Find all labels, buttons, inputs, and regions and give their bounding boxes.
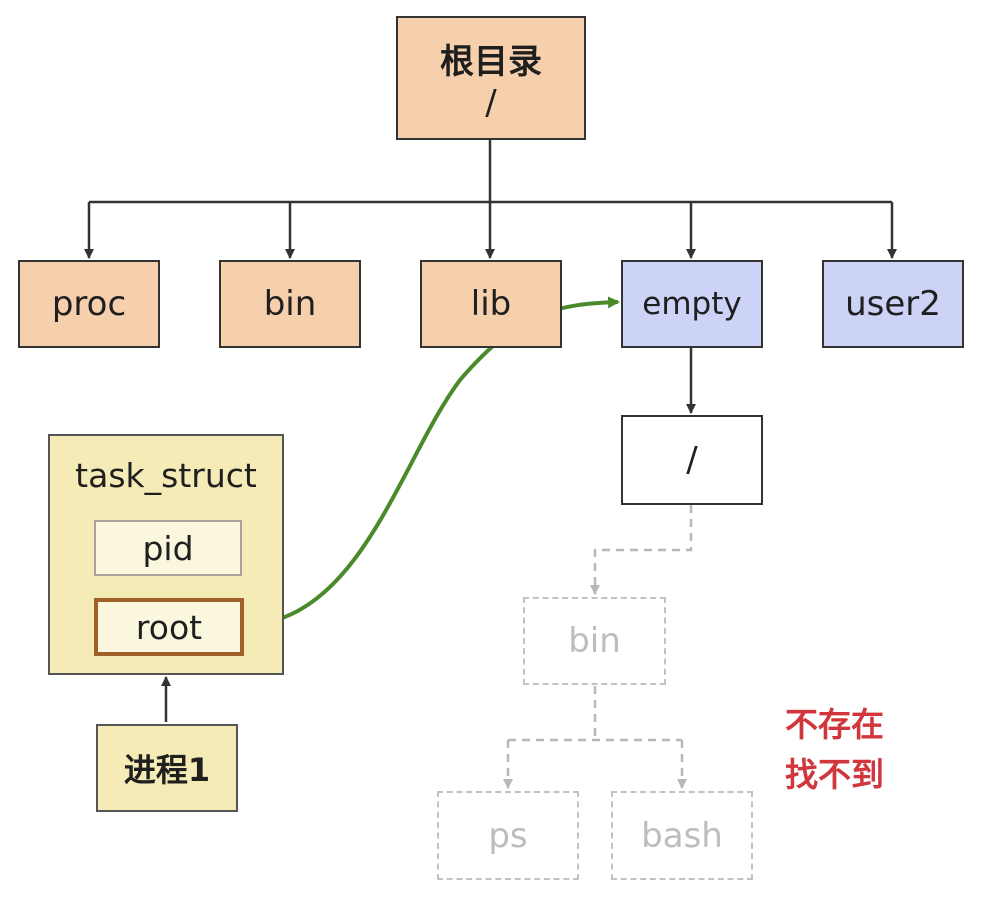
missing-tree-connectors xyxy=(503,505,693,789)
dir-node-lib: lib xyxy=(420,260,562,348)
dir-node-bin: bin xyxy=(219,260,361,348)
root-directory-node: 根目录 / xyxy=(396,16,586,140)
note-line-1: 不存在 xyxy=(785,705,884,744)
root-pointer-curve xyxy=(241,296,620,627)
dir-node-proc: proc xyxy=(18,260,160,348)
missing-ps-label: ps xyxy=(488,815,528,856)
missing-ps-node: ps xyxy=(437,791,579,880)
root-field: root xyxy=(94,598,244,656)
root-path: / xyxy=(485,82,497,123)
process-label: 进程1 xyxy=(123,751,211,789)
dir-label: bin xyxy=(263,284,317,324)
dir-label: user2 xyxy=(845,284,941,324)
not-found-note: 不存在 找不到 xyxy=(785,700,884,800)
note-line-2: 找不到 xyxy=(785,755,884,794)
dir-label: lib xyxy=(470,284,512,324)
missing-bin-label: bin xyxy=(568,621,621,661)
root-field-label: root xyxy=(135,607,203,647)
dir-label: proc xyxy=(51,284,127,324)
task-struct-title: task_struct xyxy=(75,456,257,495)
task-struct-box: task_struct pid root xyxy=(48,434,284,675)
dir-label: empty xyxy=(642,286,742,322)
dir-node-empty: empty xyxy=(621,260,763,348)
dir-node-user2: user2 xyxy=(822,260,964,348)
empty-root-label: / xyxy=(686,440,698,480)
pid-field: pid xyxy=(94,520,242,576)
missing-bash-label: bash xyxy=(641,815,723,856)
missing-bash-node: bash xyxy=(611,791,753,880)
empty-root-node: / xyxy=(621,415,763,505)
pid-label: pid xyxy=(142,528,194,568)
missing-bin-node: bin xyxy=(523,597,666,685)
root-title: 根目录 xyxy=(440,41,542,82)
process-node: 进程1 xyxy=(96,724,238,812)
root-connector xyxy=(84,140,897,259)
